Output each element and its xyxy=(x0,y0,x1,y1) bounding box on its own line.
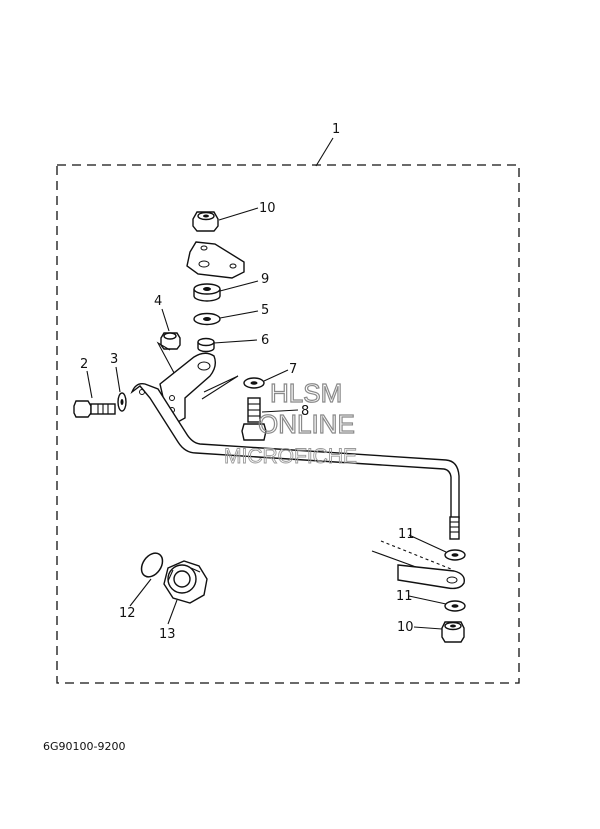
stud-8 xyxy=(241,397,267,441)
washer-9 xyxy=(193,283,221,302)
assembly-frame xyxy=(56,164,520,684)
o-ring-12 xyxy=(140,552,164,578)
callout-10b: 10 xyxy=(397,620,414,635)
callout-6: 6 xyxy=(261,333,269,348)
washer-3 xyxy=(117,392,127,412)
drawing-code: 6G90100-9200 xyxy=(43,740,125,753)
watermark-line1: HLSM xyxy=(270,378,342,408)
callout-13: 13 xyxy=(159,627,176,642)
nut-10-top xyxy=(192,211,219,232)
callout-10a: 10 xyxy=(259,201,276,216)
watermark-line2: ONLINE xyxy=(258,409,355,439)
hex-nut-13 xyxy=(163,560,208,604)
washer-5 xyxy=(193,312,221,326)
callout-12: 12 xyxy=(119,606,136,621)
callout-11a: 11 xyxy=(398,527,415,542)
arm-plate-lower xyxy=(397,564,465,590)
bolt-2 xyxy=(73,400,116,418)
callout-2: 2 xyxy=(80,357,88,372)
watermark-line3: MICROFICHE xyxy=(224,445,357,468)
callout-1: 1 xyxy=(332,122,340,137)
callout-11b: 11 xyxy=(396,589,413,604)
rod-threaded-end xyxy=(449,516,460,540)
callout-5: 5 xyxy=(261,303,269,318)
leader-7-guide xyxy=(201,375,239,400)
callout-3: 3 xyxy=(110,352,118,367)
washer-7 xyxy=(243,377,265,389)
washer-11-upper xyxy=(444,549,466,561)
nut-10-lower xyxy=(441,621,465,643)
watermark: HLSM ONLINE MICROFICHE xyxy=(224,377,358,468)
washer-11-lower xyxy=(444,600,466,612)
nut-4 xyxy=(160,332,181,350)
callout-9: 9 xyxy=(261,272,269,287)
collar-6 xyxy=(197,337,215,353)
callout-7: 7 xyxy=(289,362,297,377)
leader-1 xyxy=(315,137,334,167)
link-plate-top xyxy=(186,241,245,279)
callout-4: 4 xyxy=(154,294,162,309)
link-rod xyxy=(130,382,460,519)
callout-8: 8 xyxy=(301,404,309,419)
